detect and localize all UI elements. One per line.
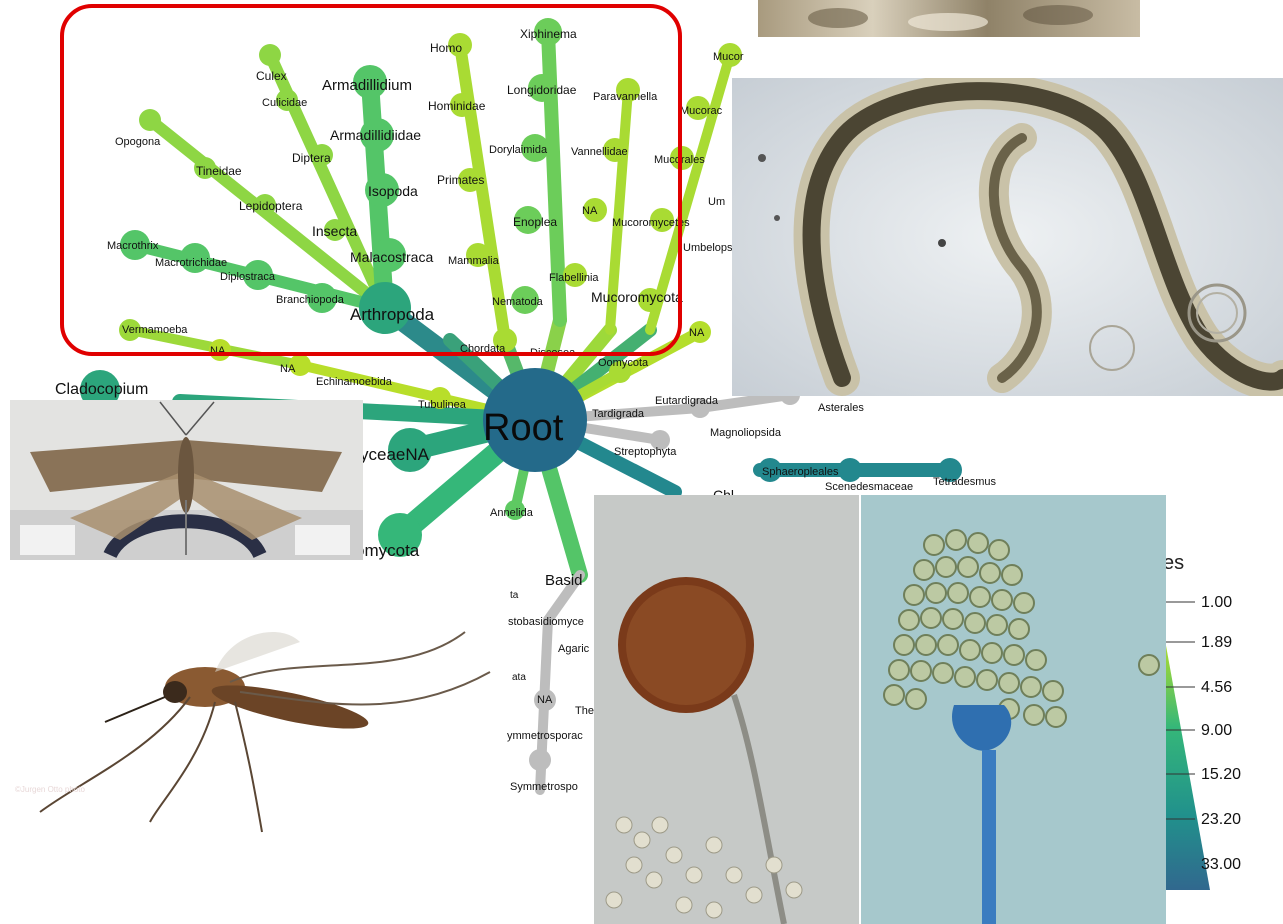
label-um: Um — [708, 196, 725, 208]
label-branchiopoda: Branchiopoda — [276, 294, 345, 306]
label-the: The — [575, 705, 594, 717]
label-basid: Basid — [545, 572, 583, 589]
legend-value: 1.00 — [1201, 594, 1232, 612]
label-asterales: Asterales — [818, 402, 864, 414]
label-longidoridae: Longidoridae — [507, 83, 577, 97]
label-tardigrada: Tardigrada — [592, 408, 645, 420]
label-stobasidiomyce: stobasidiomyce — [508, 616, 584, 628]
label-na-3: NA — [280, 363, 296, 375]
label-opogona: Opogona — [115, 136, 161, 148]
label-magnoliopsida: Magnoliopsida — [710, 427, 782, 439]
label-cladocopium: Cladocopium — [55, 381, 148, 398]
label-tineidae: Tineidae — [196, 164, 242, 178]
label-mammalia: Mammalia — [448, 255, 500, 267]
label-macrothrix: Macrothrix — [107, 240, 159, 252]
label-sphaeropleales: Sphaeropleales — [762, 466, 839, 478]
label-armadillidiidae: Armadillidiidae — [330, 127, 421, 143]
label-na-5: NA — [537, 694, 553, 706]
label-diplostraca: Diplostraca — [220, 271, 276, 283]
label-isopoda: Isopoda — [368, 183, 418, 199]
label-tetradesmus: Tetradesmus — [933, 476, 996, 488]
nematode-micrograph — [732, 78, 1283, 396]
label-mucorac: Mucorac — [680, 105, 723, 117]
legend-value: 15.20 — [1201, 766, 1241, 784]
legend-value: 9.00 — [1201, 722, 1232, 740]
label-mucor-top: Mucor — [713, 51, 744, 63]
legend-value: 23.20 — [1201, 811, 1241, 829]
label-diptera: Diptera — [292, 151, 331, 165]
mosquito-watermark: ©Jurgen Otto photo — [15, 785, 85, 794]
label-armadillidium: Armadillidium — [322, 77, 412, 94]
label-culicidae: Culicidae — [262, 97, 307, 109]
label-ymmetrosporac: ymmetrosporac — [507, 730, 583, 742]
legend-value: 33.00 — [1201, 856, 1241, 874]
mosquito-photo: ©Jurgen Otto photo — [0, 562, 505, 902]
label-lepidoptera: Lepidoptera — [239, 199, 303, 213]
label-dorylaimida: Dorylaimida — [489, 144, 548, 156]
label-root: Root — [483, 407, 564, 449]
label-yceae-na: yceaeNA — [360, 445, 430, 464]
label-na-4: NA — [689, 327, 705, 339]
label-ta: ta — [510, 590, 519, 601]
label-omycota: omycota — [355, 541, 420, 560]
label-vannellidae: Vannellidae — [571, 146, 628, 158]
label-nematoda: Nematoda — [492, 296, 544, 308]
legend-value: 1.89 — [1201, 634, 1232, 652]
label-mucoromycota: Mucoromycota — [591, 289, 683, 305]
moth-specimen-photo — [10, 400, 363, 560]
label-xiphinema: Xiphinema — [520, 27, 577, 41]
mucor-sporangium-micrograph — [594, 495, 1166, 924]
label-tubulinea: Tubulinea — [418, 399, 467, 411]
label-homo: Homo — [430, 41, 462, 55]
label-macrotrichidae: Macrotrichidae — [155, 257, 227, 269]
label-hominidae: Hominidae — [428, 99, 486, 113]
label-culex: Culex — [256, 69, 287, 83]
label-ata: ata — [512, 672, 526, 683]
label-arthropoda: Arthropoda — [350, 305, 435, 324]
label-echinamoebida: Echinamoebida — [316, 376, 393, 388]
label-primates: Primates — [437, 173, 484, 187]
label-enoplea: Enoplea — [513, 215, 557, 229]
label-vermamoeba: Vermamoeba — [122, 324, 188, 336]
legend-value: 4.56 — [1201, 679, 1232, 697]
label-scenedesmaceae: Scenedesmaceae — [825, 481, 913, 493]
label-oomycota: Oomycota — [598, 357, 649, 369]
label-malacostraca: Malacostraca — [350, 249, 433, 265]
label-flabellinia: Flabellinia — [549, 272, 599, 284]
label-eutardigrada: Eutardigrada — [655, 395, 719, 407]
label-streptophyta: Streptophyta — [614, 446, 677, 458]
label-na-1: NA — [582, 205, 598, 217]
label-insecta: Insecta — [312, 223, 357, 239]
stone-texture-photo — [758, 0, 1140, 37]
label-symmetrospo: Symmetrospo — [510, 781, 578, 793]
label-paravannella: Paravannella — [593, 91, 658, 103]
legend: es 1.00 1.89 4.56 9.00 15.20 23.20 33.00 — [1150, 540, 1283, 900]
label-annelida: Annelida — [490, 507, 534, 519]
label-agaric: Agaric — [558, 643, 590, 655]
